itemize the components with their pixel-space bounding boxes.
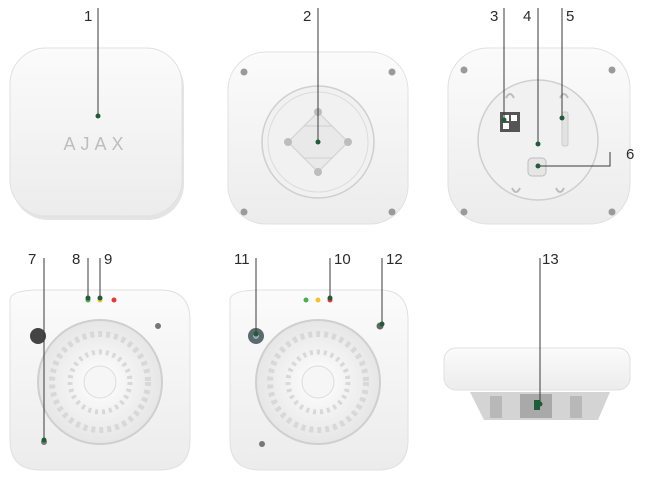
chamber-icon <box>534 400 540 410</box>
callout-6: 6 <box>626 146 635 163</box>
underside-button-view <box>229 289 409 471</box>
led-red-icon <box>111 297 117 303</box>
callout-4: 4 <box>523 8 532 25</box>
front-view: AJAX <box>9 47 184 220</box>
hole-icon <box>30 328 46 344</box>
callout-7: 7 <box>28 251 37 268</box>
callout-11: 11 <box>234 251 250 268</box>
callout-5: 5 <box>566 8 575 25</box>
back-qr-view <box>447 47 631 225</box>
side-view <box>443 347 631 420</box>
callout-2: 2 <box>303 8 312 25</box>
callout-8: 8 <box>72 251 81 268</box>
callout-9: 9 <box>104 251 113 268</box>
underside-led-view <box>9 289 191 471</box>
markers <box>41 113 565 443</box>
callout-12: 12 <box>386 251 403 268</box>
leader-lines <box>43 8 611 440</box>
callout-3: 3 <box>490 8 499 25</box>
brand-logo: AJAX <box>63 134 128 154</box>
callout-13: 13 <box>542 251 559 268</box>
callout-10: 10 <box>334 251 351 268</box>
callout-1: 1 <box>84 8 93 25</box>
